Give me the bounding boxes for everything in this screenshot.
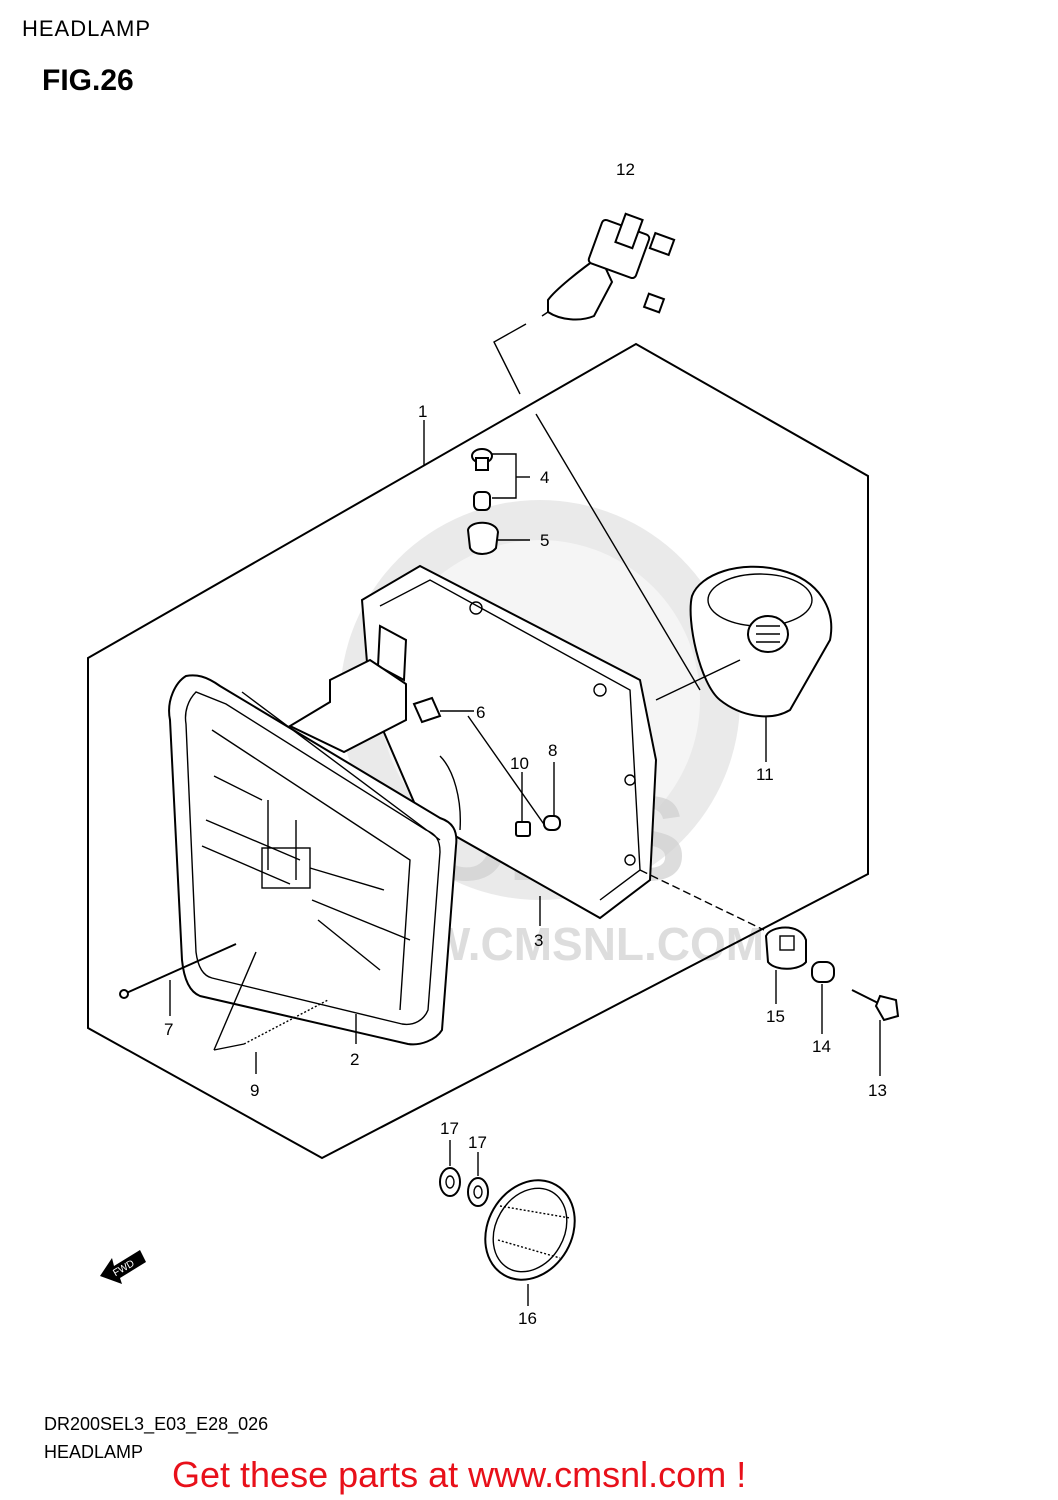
leader-cover (655, 659, 741, 701)
leader-mount-axis (639, 869, 765, 931)
grommet-part (466, 521, 500, 555)
callout-10: 10 (510, 754, 529, 773)
bulb-part (541, 212, 676, 321)
callout-16: 16 (518, 1309, 537, 1328)
callout-7: 7 (164, 1020, 173, 1039)
washer-part-a (439, 1167, 461, 1197)
figure-number: FIG.26 (42, 64, 134, 97)
callout-labels: 1 2 3 4 5 6 7 8 9 10 11 12 13 14 15 16 1… (164, 160, 887, 1328)
callout-14: 14 (812, 1037, 831, 1056)
bracket-part (287, 658, 407, 754)
forward-arrow-icon: FWD (100, 1250, 146, 1284)
mount-grommet-part (764, 926, 807, 970)
promo-link[interactable]: Get these parts at www.cmsnl.com ! (172, 1454, 747, 1495)
section-title: HEADLAMP (22, 16, 152, 41)
callout-8: 8 (548, 741, 557, 760)
callout-13: 13 (868, 1081, 887, 1100)
reflector-part (484, 1179, 576, 1281)
mount-collar-part (811, 961, 835, 983)
callout-17b: 17 (468, 1133, 487, 1152)
callout-5: 5 (540, 531, 549, 550)
callout-2: 2 (350, 1050, 359, 1069)
socket-cover-part (689, 565, 833, 718)
callout-17a: 17 (440, 1119, 459, 1138)
model-code: DR200SEL3_E03_E28_026 (44, 1414, 269, 1434)
clip-nut-part (412, 696, 442, 724)
assembly-boundary (87, 342, 869, 1160)
forward-arrow-label: FWD (111, 1258, 136, 1279)
callout-4: 4 (540, 468, 549, 487)
leader-bulb (493, 323, 527, 395)
bolt-collar-part (471, 448, 493, 511)
leader-9a (213, 951, 257, 1051)
collar-part-8 (543, 815, 561, 831)
nut-part-10 (515, 821, 531, 837)
callout-11: 11 (756, 765, 774, 784)
callout-12: 12 (616, 160, 635, 179)
callout-15: 15 (766, 1007, 785, 1026)
callout-1: 1 (418, 402, 427, 421)
leader-bulb-axis (535, 413, 701, 691)
mount-bolt-part (851, 989, 900, 1022)
callout-6: 6 (476, 703, 485, 722)
washer-part-b (467, 1177, 489, 1207)
callout-9: 9 (250, 1081, 259, 1100)
headlamp-housing-part (360, 564, 658, 920)
callout-3: 3 (534, 931, 543, 950)
headlamp-unit-part (168, 674, 462, 1046)
leader-4 (492, 453, 517, 499)
adjusting-screw-part (119, 943, 237, 999)
footer-section-name: HEADLAMP (44, 1442, 144, 1462)
